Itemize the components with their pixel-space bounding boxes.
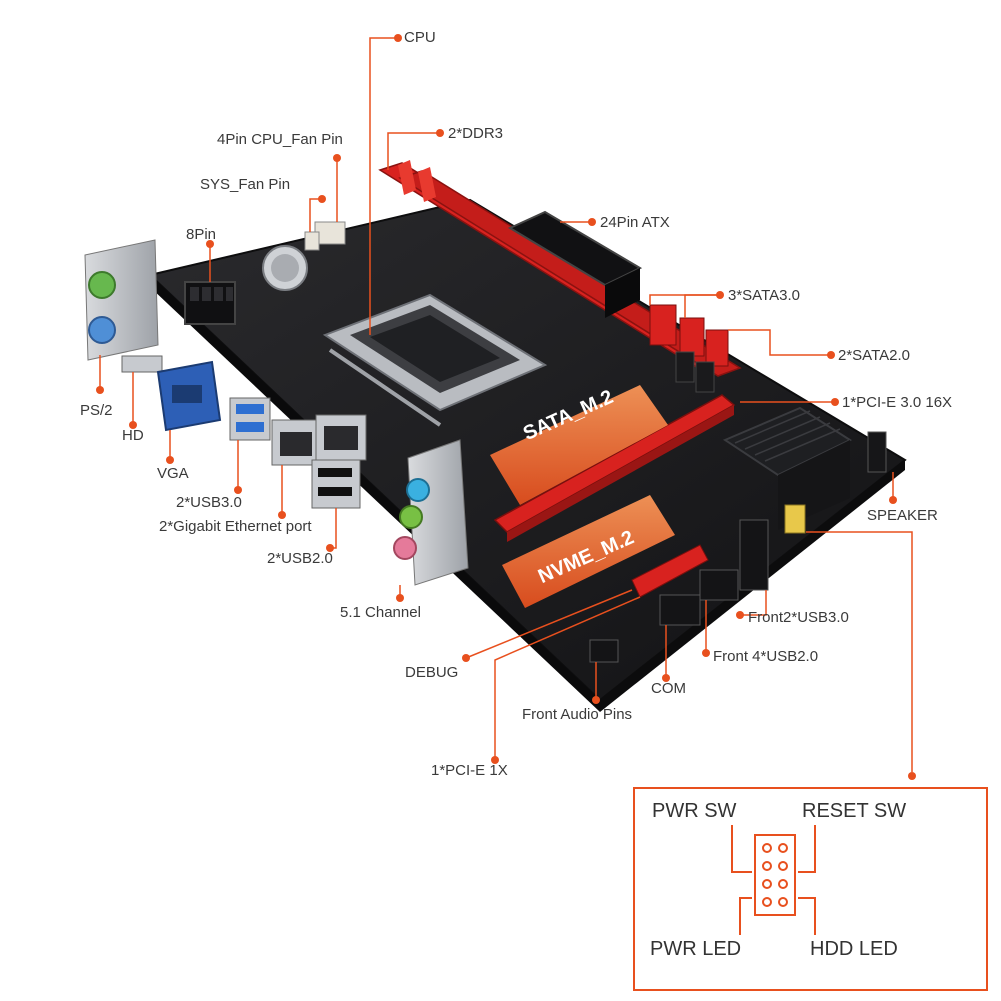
label-sata3: 3*SATA3.0 — [728, 287, 800, 304]
rear-io-vga — [156, 360, 222, 432]
front-panel-pin-diagram — [731, 825, 816, 935]
label-audio51: 5.1 Channel — [340, 604, 421, 621]
rear-io-ps2 — [84, 239, 159, 361]
label-ddr3: 2*DDR3 — [448, 125, 504, 142]
label-cpu-fan: 4Pin CPU_Fan Pin — [217, 131, 343, 148]
label-debug: DEBUG — [405, 664, 459, 681]
rear-io-hdmi — [121, 355, 163, 373]
rear-io-usb3 — [229, 397, 271, 441]
speaker-header — [867, 431, 887, 473]
leader-dots — [96, 34, 916, 780]
label-cpu: CPU — [404, 29, 436, 46]
label-8pin: 8Pin — [186, 226, 217, 243]
label-reset-sw: RESET SW — [802, 800, 907, 822]
label-pwr-led: PWR LED — [650, 938, 742, 960]
label-pcie1: 1*PCI-E 1X — [431, 762, 508, 779]
label-front-usb2: Front 4*USB2.0 — [713, 648, 819, 665]
sys-fan-header — [304, 231, 320, 251]
front-panel-header — [784, 504, 806, 534]
front-panel-legend — [633, 787, 988, 991]
label-sata2: 2*SATA2.0 — [838, 347, 910, 364]
com-header — [659, 594, 701, 626]
label-usb20: 2*USB2.0 — [267, 550, 333, 567]
label-pcie16: 1*PCI-E 3.0 16X — [842, 394, 953, 411]
pcie-1x-slot — [631, 544, 709, 598]
label-usb30: 2*USB3.0 — [176, 494, 242, 511]
label-vga: VGA — [157, 465, 189, 482]
rear-io-ethernet — [271, 414, 367, 466]
nvme-m2-highlight — [502, 495, 675, 608]
leader-lines — [99, 37, 913, 772]
cpu-socket — [322, 293, 548, 427]
label-com: COM — [651, 680, 686, 697]
label-front-usb3: Front2*USB3.0 — [748, 609, 849, 626]
sata-m2-highlight — [490, 385, 668, 505]
front-audio-header — [589, 639, 619, 663]
pcb-edge — [150, 275, 600, 712]
label-hdd-led: HDD LED — [810, 938, 898, 960]
label-hd: HD — [122, 427, 144, 444]
front-usb2-header — [699, 569, 739, 601]
rear-io-usb2 — [311, 459, 361, 509]
atx-24pin-connector — [507, 210, 643, 318]
label-speaker: SPEAKER — [867, 507, 938, 524]
label-ethernet: 2*Gigabit Ethernet port — [159, 518, 312, 535]
front-usb3-header — [739, 519, 769, 591]
label-front-audio: Front Audio Pins — [522, 706, 633, 723]
label-sys-fan: SYS_Fan Pin — [200, 176, 291, 193]
rear-io-audio — [393, 439, 469, 586]
label-pwr-sw: PWR SW — [652, 800, 737, 822]
sata-ports — [649, 304, 729, 393]
label-24pin-atx: 24Pin ATX — [600, 214, 670, 231]
label-ps2: PS/2 — [80, 402, 113, 419]
